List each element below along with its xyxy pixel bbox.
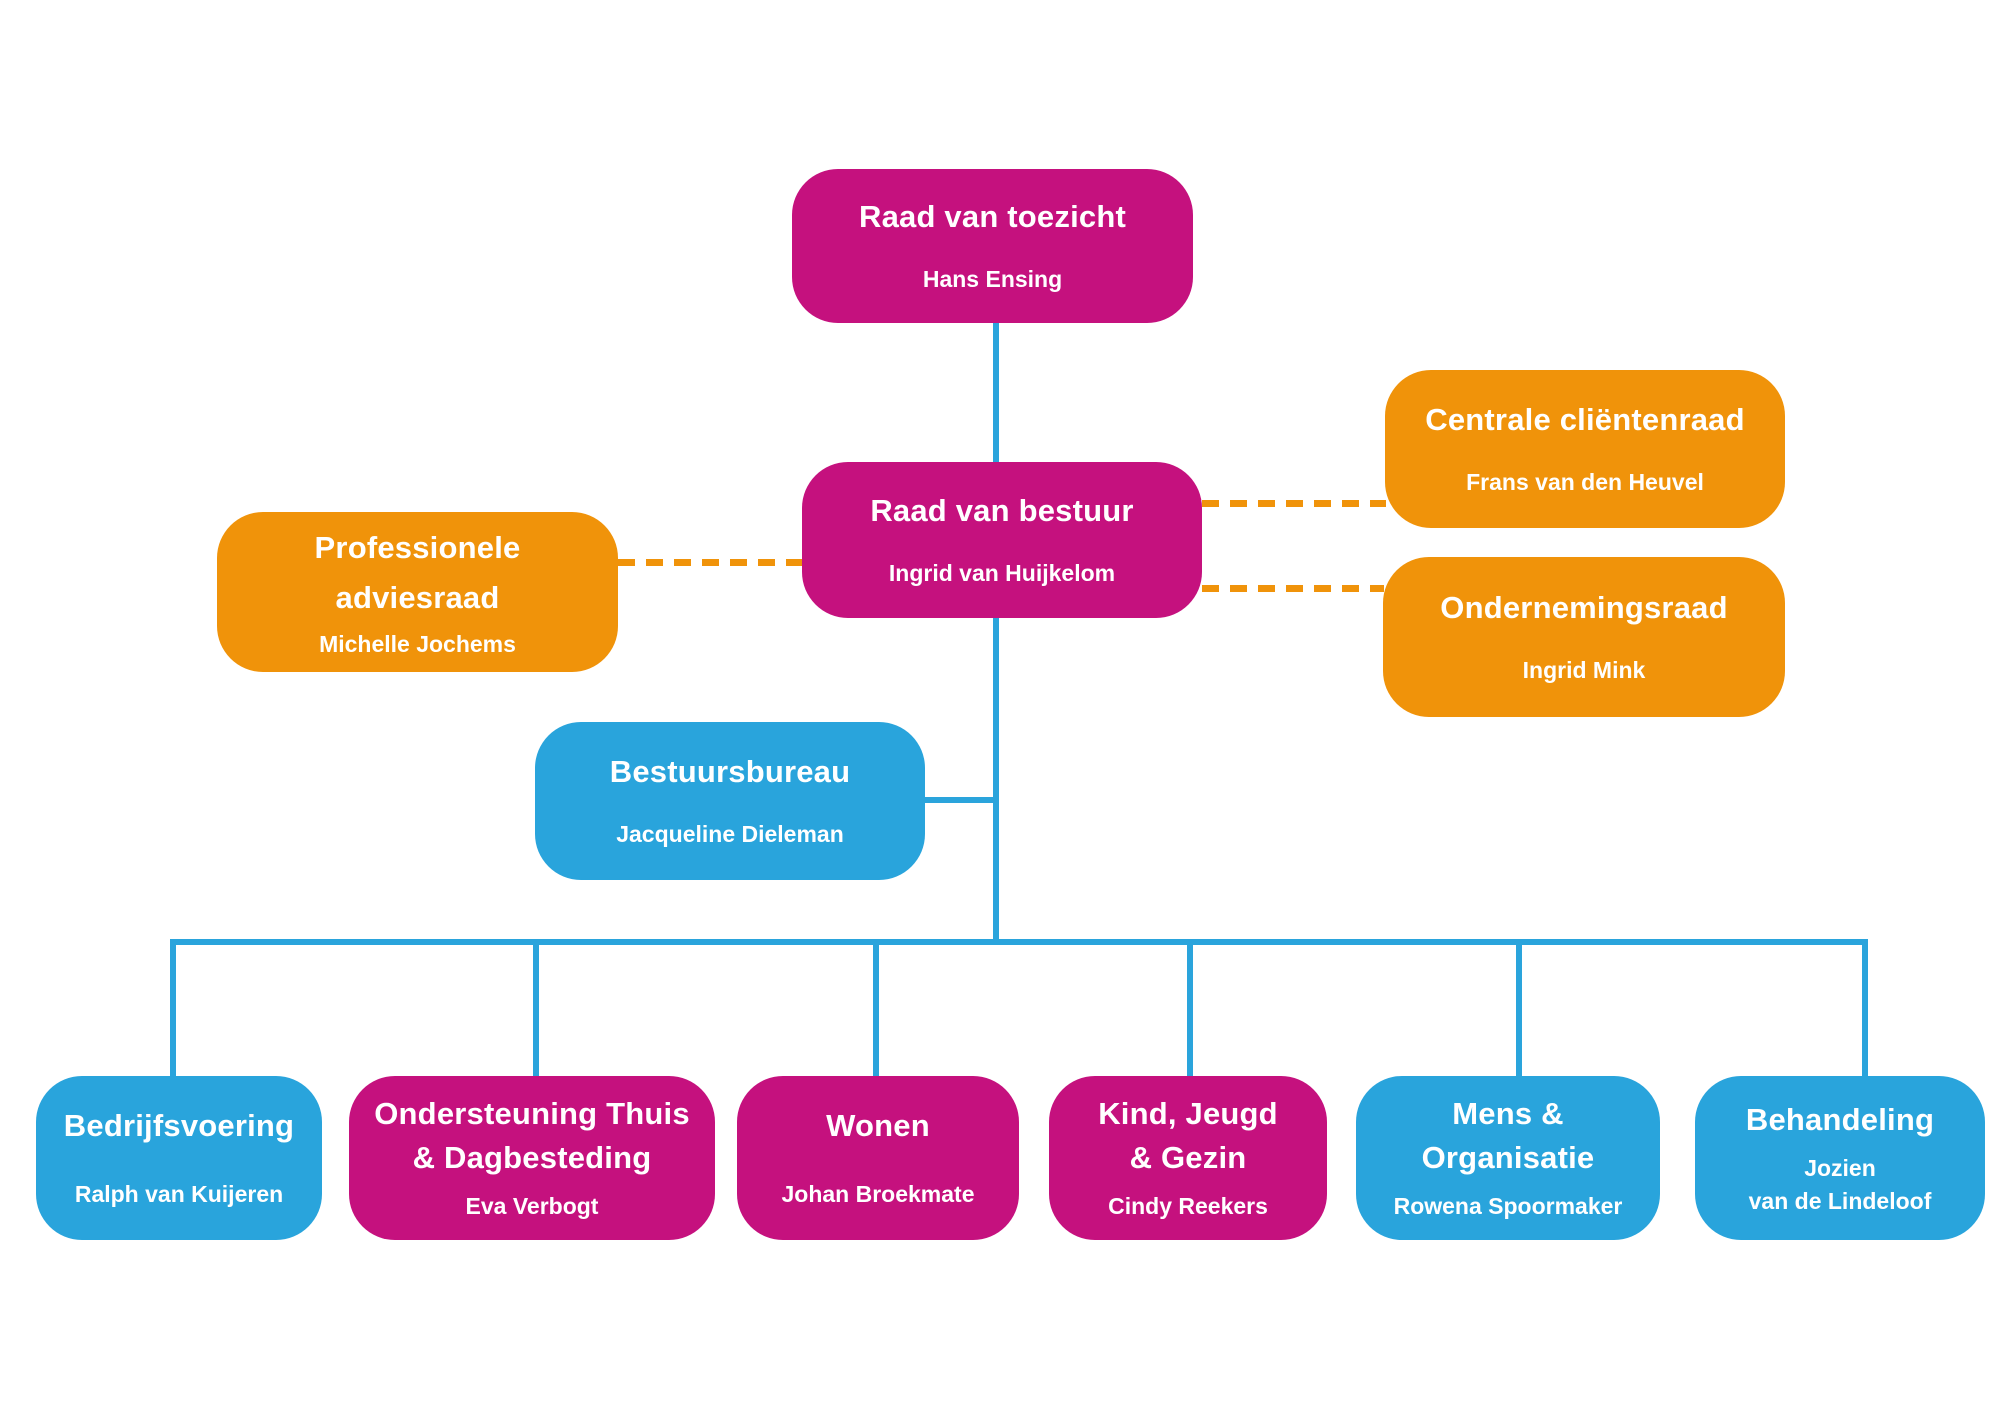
dashed-connector-adviesraad (618, 559, 803, 566)
org-box-kind-jeugd-gezin: Kind, Jeugd & Gezin Cindy Reekers (1049, 1076, 1327, 1240)
org-box-bestuursbureau: Bestuursbureau Jacqueline Dieleman (535, 722, 925, 880)
connector-bestuursbureau (923, 797, 997, 803)
connector-drop-bedrijfsvoering (170, 941, 176, 1078)
org-box-ondersteuning-thuis-dagbesteding: Ondersteuning Thuis & Dagbesteding Eva V… (349, 1076, 715, 1240)
box-name: Ralph van Kuijeren (74, 1181, 284, 1208)
box-title: Raad van toezicht (859, 199, 1126, 235)
box-title: Mens & Organisatie (1421, 1096, 1595, 1176)
connector-drop-behandeling (1862, 941, 1868, 1078)
org-box-bedrijfsvoering: Bedrijfsvoering Ralph van Kuijeren (36, 1076, 322, 1240)
org-box-wonen: Wonen Johan Broekmate (737, 1076, 1019, 1240)
box-title: Behandeling (1745, 1101, 1935, 1137)
connector-main-horizontal (170, 939, 1868, 945)
box-name: Eva Verbogt (465, 1193, 599, 1220)
box-name: Ingrid van Huijkelom (888, 560, 1116, 587)
box-name: Frans van den Heuvel (1466, 469, 1704, 496)
connector-drop-kind-jeugd (1187, 941, 1193, 1078)
box-title: Bedrijfsvoering (63, 1108, 295, 1144)
org-box-centrale-clientenraad: Centrale cliëntenraad Frans van den Heuv… (1385, 370, 1785, 528)
box-name: Michelle Jochems (319, 631, 516, 658)
box-name: Rowena Spoormaker (1393, 1193, 1623, 1220)
org-box-raad-van-toezicht: Raad van toezicht Hans Ensing (792, 169, 1193, 323)
org-box-mens-organisatie: Mens & Organisatie Rowena Spoormaker (1356, 1076, 1660, 1240)
box-name: Ingrid Mink (1522, 657, 1646, 684)
box-name: Hans Ensing (922, 266, 1063, 293)
org-box-ondernemingsraad: Ondernemingsraad Ingrid Mink (1383, 557, 1785, 717)
box-title: Professionele adviesraad (314, 529, 521, 615)
box-title: Ondernemingsraad (1440, 590, 1728, 626)
box-name: Cindy Reekers (1108, 1193, 1268, 1220)
org-box-professionele-adviesraad: Professionele adviesraad Michelle Jochem… (217, 512, 618, 672)
org-box-raad-van-bestuur: Raad van bestuur Ingrid van Huijkelom (802, 462, 1202, 618)
box-title: Kind, Jeugd & Gezin (1098, 1096, 1278, 1176)
connector-drop-ondersteuning (533, 941, 539, 1078)
box-name: Johan Broekmate (781, 1181, 975, 1208)
box-title: Wonen (826, 1108, 930, 1144)
dashed-connector-clientenraad (1202, 500, 1386, 507)
connector-bestuur-main (993, 617, 999, 945)
connector-drop-wonen (873, 941, 879, 1078)
box-title: Raad van bestuur (870, 493, 1134, 529)
org-box-behandeling: Behandeling Jozien van de Lindeloof (1695, 1076, 1985, 1240)
dashed-connector-ondernemingsraad (1202, 585, 1384, 592)
box-title: Bestuursbureau (609, 754, 851, 790)
box-title: Ondersteuning Thuis & Dagbesteding (374, 1096, 690, 1176)
box-title: Centrale cliëntenraad (1425, 402, 1745, 438)
box-name: Jacqueline Dieleman (616, 821, 844, 848)
box-name: Jozien van de Lindeloof (1748, 1154, 1932, 1214)
connector-toezicht-bestuur (993, 322, 999, 463)
connector-drop-mens-organisatie (1516, 941, 1522, 1078)
